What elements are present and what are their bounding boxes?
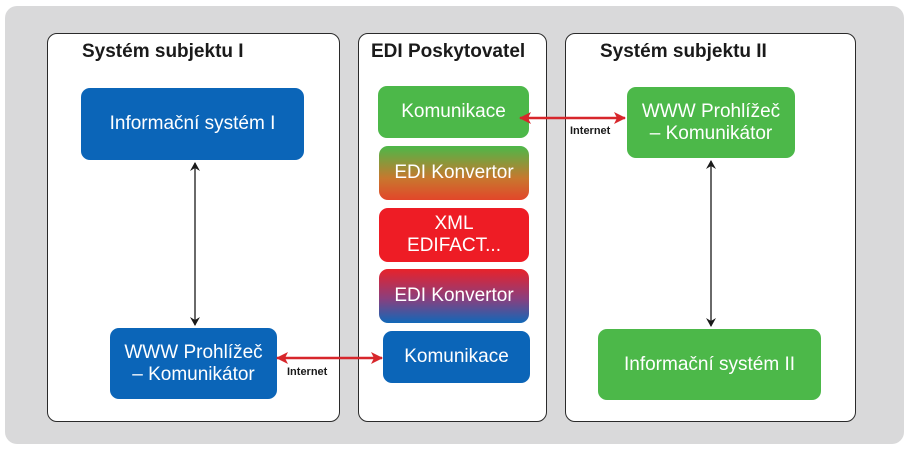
komunikace-top-box: Komunikace	[378, 86, 529, 138]
info-system-2-box: Informační systém II	[598, 329, 821, 400]
panel-title-system-subject-1: Systém subjektu I	[82, 41, 244, 62]
panel-title-system-subject-2: Systém subjektu II	[600, 41, 767, 62]
info-system-1-box: Informační systém I	[81, 88, 304, 160]
internet-label-top: Internet	[570, 125, 611, 137]
edi-konvertor-bottom-box: EDI Konvertor	[379, 269, 529, 323]
komunikace-bottom-box: Komunikace	[383, 331, 530, 383]
internet-label-bottom: Internet	[287, 366, 328, 378]
browser-communicator-2-box: WWW Prohlížeč – Komunikátor	[627, 87, 795, 158]
xml-edifact-box: XML EDIFACT...	[379, 208, 529, 262]
browser-communicator-1-box: WWW Prohlížeč – Komunikátor	[110, 328, 277, 399]
panel-title-edi-provider: EDI Poskytovatel	[371, 41, 526, 62]
edi-konvertor-top-box: EDI Konvertor	[379, 146, 529, 200]
